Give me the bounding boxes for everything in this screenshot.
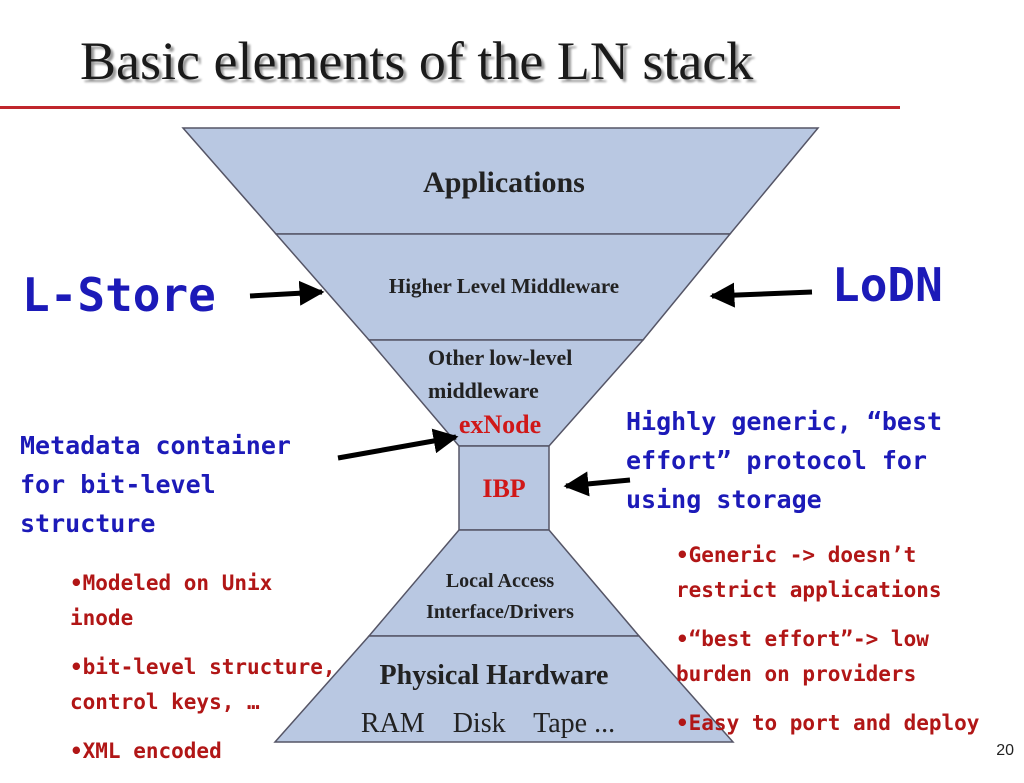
local-access-label-line2: Interface/Drivers — [426, 601, 574, 623]
hardware-items-label: RAM Disk Tape ... — [361, 708, 615, 739]
bullet-line: control keys, … — [70, 690, 260, 714]
generic-callout-line1: Highly generic, “best — [626, 407, 943, 436]
ibp-layer — [458, 445, 550, 531]
other-middleware-label-line1: Other low-level — [428, 345, 572, 370]
list-item: •Generic -> doesn’t restrict application… — [676, 538, 979, 608]
physical-hardware-layer — [273, 635, 735, 743]
other-middleware-label-line2: middleware — [428, 378, 539, 403]
bullet-line: restrict applications — [676, 578, 942, 602]
bullet-line: •“best effort”-> low — [676, 627, 929, 651]
generic-protocol-callout: Highly generic, “best effort” protocol f… — [626, 402, 942, 519]
ibp-bullet-list: •Generic -> doesn’t restrict application… — [676, 538, 979, 755]
bullet-line: burden on providers — [676, 662, 917, 686]
lodn-arrow — [709, 282, 813, 308]
page-number: 20 — [996, 742, 1014, 759]
bullet-line: •Generic -> doesn’t — [676, 543, 917, 567]
list-item: •XML encoded — [70, 734, 336, 769]
exnode-label: exNode — [459, 410, 541, 439]
higher-middleware-label: Higher Level Middleware — [389, 274, 619, 298]
exnode-bullet-list: •Modeled on Unix inode •bit-level struct… — [70, 566, 336, 783]
lstore-callout: L-Store — [22, 268, 216, 322]
bullet-line: inode — [70, 606, 134, 630]
generic-callout-line2: effort” protocol for — [626, 446, 928, 475]
metadata-callout-line2: for bit-level — [20, 470, 216, 499]
local-access-label-line1: Local Access — [446, 570, 555, 592]
list-item: •bit-level structure, control keys, … — [70, 650, 336, 720]
exnode-arrow — [337, 428, 459, 461]
list-item: •“best effort”-> low burden on providers — [676, 622, 979, 692]
bullet-line: •XML encoded — [70, 739, 222, 763]
metadata-callout: Metadata container for bit-level structu… — [20, 426, 291, 543]
lstore-arrow — [249, 280, 325, 306]
title-underline — [0, 106, 900, 109]
metadata-callout-line3: structure — [20, 509, 156, 538]
lodn-callout: LoDN — [832, 258, 943, 312]
bullet-line: •bit-level structure, — [70, 655, 336, 679]
list-item: •Easy to port and deploy — [676, 706, 979, 741]
bullet-line: •Modeled on Unix — [70, 571, 273, 595]
metadata-callout-line1: Metadata container — [20, 431, 291, 460]
physical-hardware-label: Physical Hardware — [380, 660, 609, 691]
ibp-arrow — [563, 471, 631, 497]
list-item: •Modeled on Unix inode — [70, 566, 336, 636]
slide-title: Basic elements of the LN stack — [80, 31, 754, 91]
applications-label: Applications — [423, 166, 585, 199]
bullet-line: •Easy to port and deploy — [676, 711, 980, 735]
generic-callout-line3: using storage — [626, 485, 822, 514]
ibp-label: IBP — [482, 474, 525, 503]
